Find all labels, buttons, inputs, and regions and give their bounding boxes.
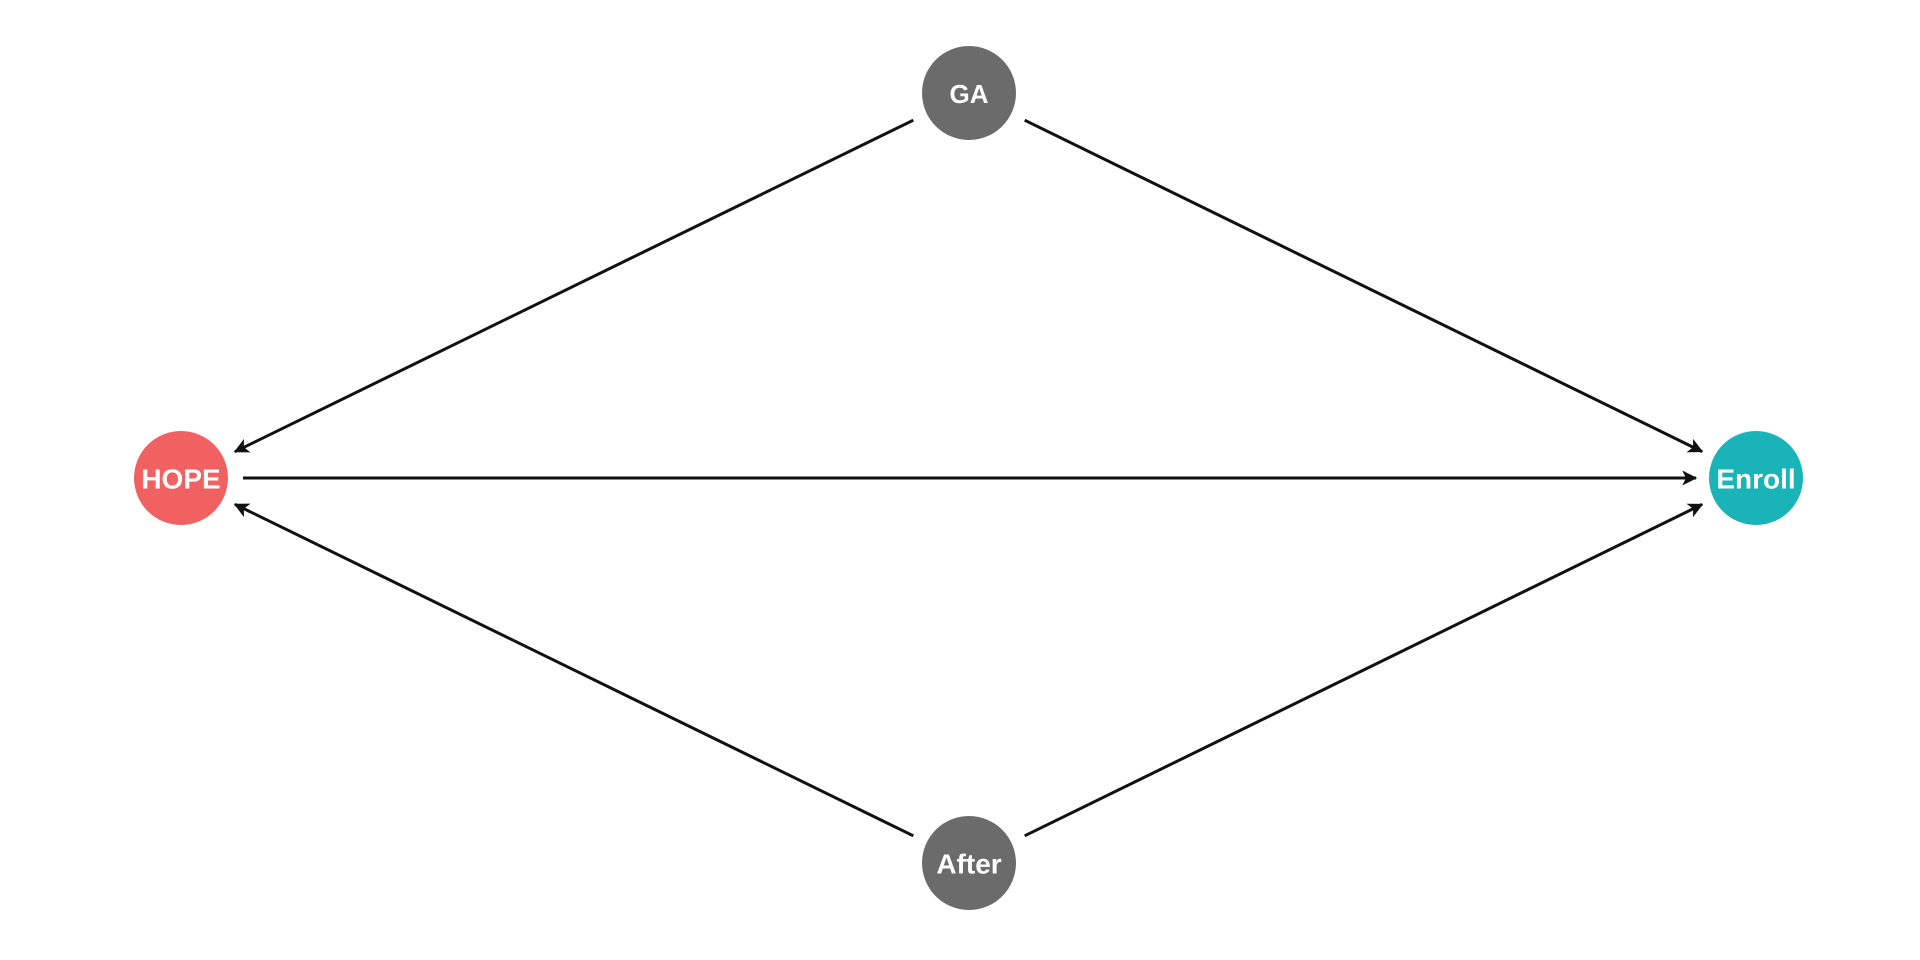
node-hope: HOPE <box>134 431 228 525</box>
node-after-circle <box>922 816 1016 910</box>
node-enroll-circle <box>1709 431 1803 525</box>
node-hope-label: HOPE <box>141 464 220 495</box>
edge-ga-to-enroll <box>1024 118 1704 453</box>
node-ga-circle <box>922 46 1016 140</box>
edge-after-to-enroll <box>1024 503 1704 838</box>
edge-after-to-hope <box>233 502 914 838</box>
node-enroll-label: Enroll <box>1716 464 1795 495</box>
node-enroll: Enroll <box>1709 431 1803 525</box>
edges <box>233 118 1704 838</box>
node-after-label: After <box>936 849 1001 880</box>
nodes: GA HOPE Enroll After <box>134 46 1803 910</box>
node-hope-circle <box>134 431 228 525</box>
node-ga-label: GA <box>950 79 989 109</box>
node-ga: GA <box>922 46 1016 140</box>
edge-ga-to-hope <box>233 118 914 454</box>
node-after: After <box>922 816 1016 910</box>
